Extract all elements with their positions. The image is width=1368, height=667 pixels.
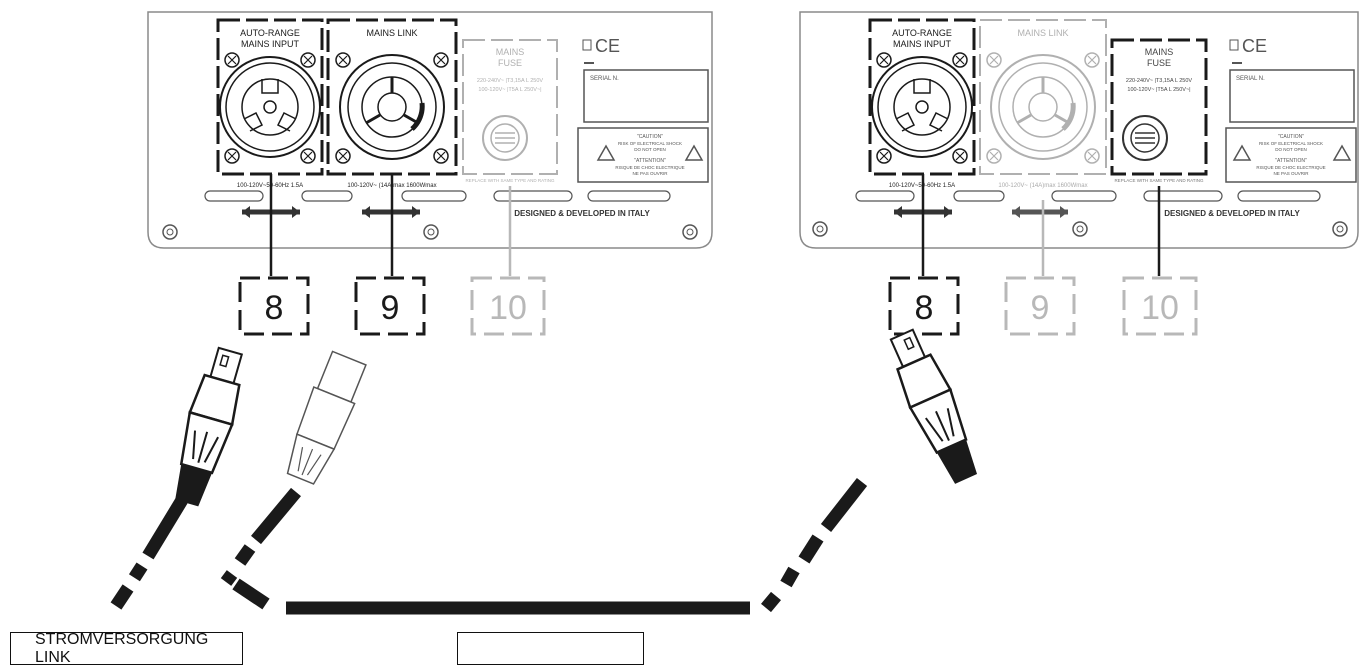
- callout-number: 8: [265, 289, 284, 327]
- cable-link: [220, 477, 868, 615]
- mains-fuse-section: MAINS FUSE 220-240V~ |T3,15A L 250V 100-…: [462, 39, 558, 183]
- leader-lines: [921, 174, 1161, 276]
- caption-empty-box: [457, 632, 644, 665]
- cable-input: [110, 496, 188, 610]
- ce-mark: CE: [595, 36, 620, 56]
- callout-10: 10: [1122, 276, 1198, 336]
- mains-link-section: MAINS LINK: [326, 18, 458, 176]
- twist-arrow-icon: [242, 206, 420, 218]
- mains-fuse-section: MAINS FUSE 220-240V~ |T3,15A L 250V 100-…: [1110, 38, 1208, 183]
- label-caution-2: RISK OF ELECTRICAL SHOCK: [618, 141, 682, 146]
- callout-8: 8: [888, 276, 960, 336]
- caption-text: STROMVERSORGUNG LINK: [35, 630, 209, 666]
- callout-number: 10: [1141, 289, 1179, 327]
- label-fuse-spec-1: 220-240V~ |T3,15A L 250V: [1126, 78, 1193, 84]
- label-mains-input: MAINS INPUT: [241, 39, 300, 49]
- label-caution: "CAUTION": [1278, 134, 1304, 140]
- powercon-input-socket-icon: [219, 56, 321, 158]
- caption-link-label: STROMVERSORGUNG LINK: [10, 630, 243, 666]
- fuse-holder-icon: [1122, 115, 1168, 161]
- label-mains-link: MAINS LINK: [1017, 28, 1068, 38]
- rear-panel-right: AUTO-RANGE MAINS INPUT MAINS LINK MAINS …: [799, 11, 1359, 276]
- mains-input-section: AUTO-RANGE MAINS INPUT: [216, 18, 324, 176]
- rear-panel-left: AUTO-RANGE MAINS INPUT MAINS LINK MAINS …: [147, 11, 713, 276]
- label-auto-range: AUTO-RANGE: [240, 28, 300, 38]
- label-attention-2: RISQUE DE CHOC ELECTRIQUE: [615, 165, 684, 170]
- powercon-link-plug-icon: [286, 350, 367, 485]
- label-caution: "CAUTION": [637, 134, 663, 140]
- callout-number: 9: [381, 289, 400, 327]
- label-fuse-spec-2: 100-120V~ |T5A L 250V~|: [1127, 87, 1190, 93]
- mount-hole-icon: [812, 221, 1348, 237]
- callout-9: 9: [1004, 276, 1076, 336]
- callout-number: 8: [915, 289, 934, 327]
- powercon-input-plug-icon: [175, 346, 244, 507]
- label-serial: SERIAL N.: [590, 76, 619, 82]
- powercon-input-plug-icon: [889, 328, 978, 484]
- label-fuse-2: FUSE: [498, 58, 522, 68]
- leader-lines: [269, 174, 512, 276]
- panel-info-area: CE SERIAL N. "CAUTION" RISK OF ELECTRICA…: [1225, 36, 1357, 183]
- callout-8: 8: [238, 276, 310, 336]
- label-attention: "ATTENTION": [634, 158, 666, 164]
- mains-input-section: AUTO-RANGE MAINS INPUT: [868, 18, 976, 176]
- label-fuse-2: FUSE: [1147, 58, 1171, 68]
- label-auto-range: AUTO-RANGE: [892, 28, 952, 38]
- label-attention-3: NE PAS OUVRIR: [1274, 171, 1310, 176]
- powercon-link-socket-icon: [991, 55, 1095, 159]
- fuse-holder-icon: [482, 115, 528, 161]
- label-serial: SERIAL N.: [1236, 76, 1265, 82]
- powercon-input-socket-icon: [871, 56, 973, 158]
- mount-hole-icon: [162, 224, 698, 240]
- label-mains-input: MAINS INPUT: [893, 39, 952, 49]
- label-designed: DESIGNED & DEVELOPED IN ITALY: [1164, 209, 1300, 218]
- label-caution-3: DO NOT OPEN: [1275, 147, 1306, 152]
- label-attention-2: RISQUE DE CHOC ELECTRIQUE: [1256, 165, 1325, 170]
- label-mains-link: MAINS LINK: [366, 28, 417, 38]
- powercon-link-socket-icon: [340, 55, 444, 159]
- label-fuse-1: MAINS: [1145, 47, 1174, 57]
- callout-boxes: 8 9 10 8 9 10: [238, 276, 1198, 336]
- label-link-rating: 100-120V~ (14A)max 1600Wmax: [998, 183, 1087, 189]
- label-fuse-note: REPLACE WITH SAME TYPE AND RATING: [1114, 178, 1204, 183]
- label-attention: "ATTENTION": [1275, 158, 1307, 164]
- label-caution-3: DO NOT OPEN: [634, 147, 665, 152]
- label-caution-2: RISK OF ELECTRICAL SHOCK: [1259, 141, 1323, 146]
- label-designed: DESIGNED & DEVELOPED IN ITALY: [514, 209, 650, 218]
- warning-triangle-icon: [596, 144, 704, 161]
- label-fuse-note: REPLACE WITH SAME TYPE AND RATING: [465, 178, 555, 183]
- panel-info-area: CE SERIAL N. "CAUTION" RISK OF ELECTRICA…: [577, 36, 709, 183]
- label-fuse-1: MAINS: [496, 47, 525, 57]
- callout-number: 10: [489, 289, 527, 327]
- callout-9: 9: [354, 276, 426, 336]
- mains-link-section: MAINS LINK: [979, 19, 1107, 175]
- label-fuse-spec-2: 100-120V~ |T5A L 250V~|: [478, 87, 541, 93]
- callout-10: 10: [470, 276, 546, 336]
- ce-mark: CE: [1242, 36, 1267, 56]
- warning-triangle-icon: [1232, 144, 1352, 161]
- label-attention-3: NE PAS OUVRIR: [633, 171, 669, 176]
- label-fuse-spec-1: 220-240V~ |T3,15A L 250V: [477, 78, 544, 84]
- callout-number: 9: [1031, 289, 1050, 327]
